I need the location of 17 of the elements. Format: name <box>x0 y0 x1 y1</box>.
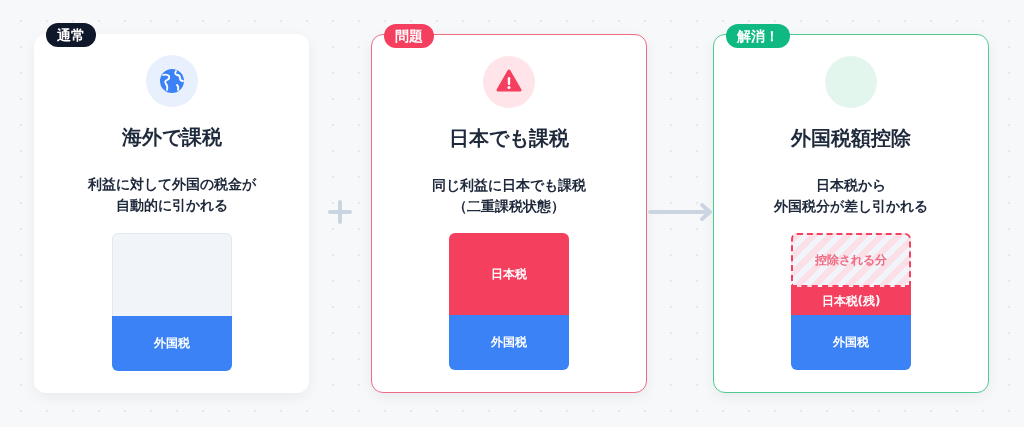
badge: 通常 <box>46 23 96 47</box>
card-title: 海外で課税 <box>121 124 222 151</box>
card-title: 外国税額控除 <box>791 125 911 152</box>
bar-segment: 外国税 <box>449 315 569 370</box>
card-description: 日本税から外国税分が差し引かれる <box>774 176 928 216</box>
bar-segment: 外国税 <box>791 315 911 370</box>
card-description: 利益に対して外国の税金が自動的に引かれる <box>87 175 256 215</box>
arrow <box>648 203 712 221</box>
bar-segment: 日本税(残) <box>791 287 911 315</box>
card-description: 同じ利益に日本でも課税（二重課税状態） <box>432 176 586 216</box>
bar-segment <box>112 233 232 316</box>
hatched-bar-segment: 控除される分 <box>791 233 911 287</box>
badge: 問題 <box>384 24 434 48</box>
badge: 解消！ <box>726 24 790 48</box>
bar-segment: 日本税 <box>449 233 569 315</box>
bar-segment: 外国税 <box>112 316 232 371</box>
card-title: 日本でも課税 <box>449 125 569 152</box>
